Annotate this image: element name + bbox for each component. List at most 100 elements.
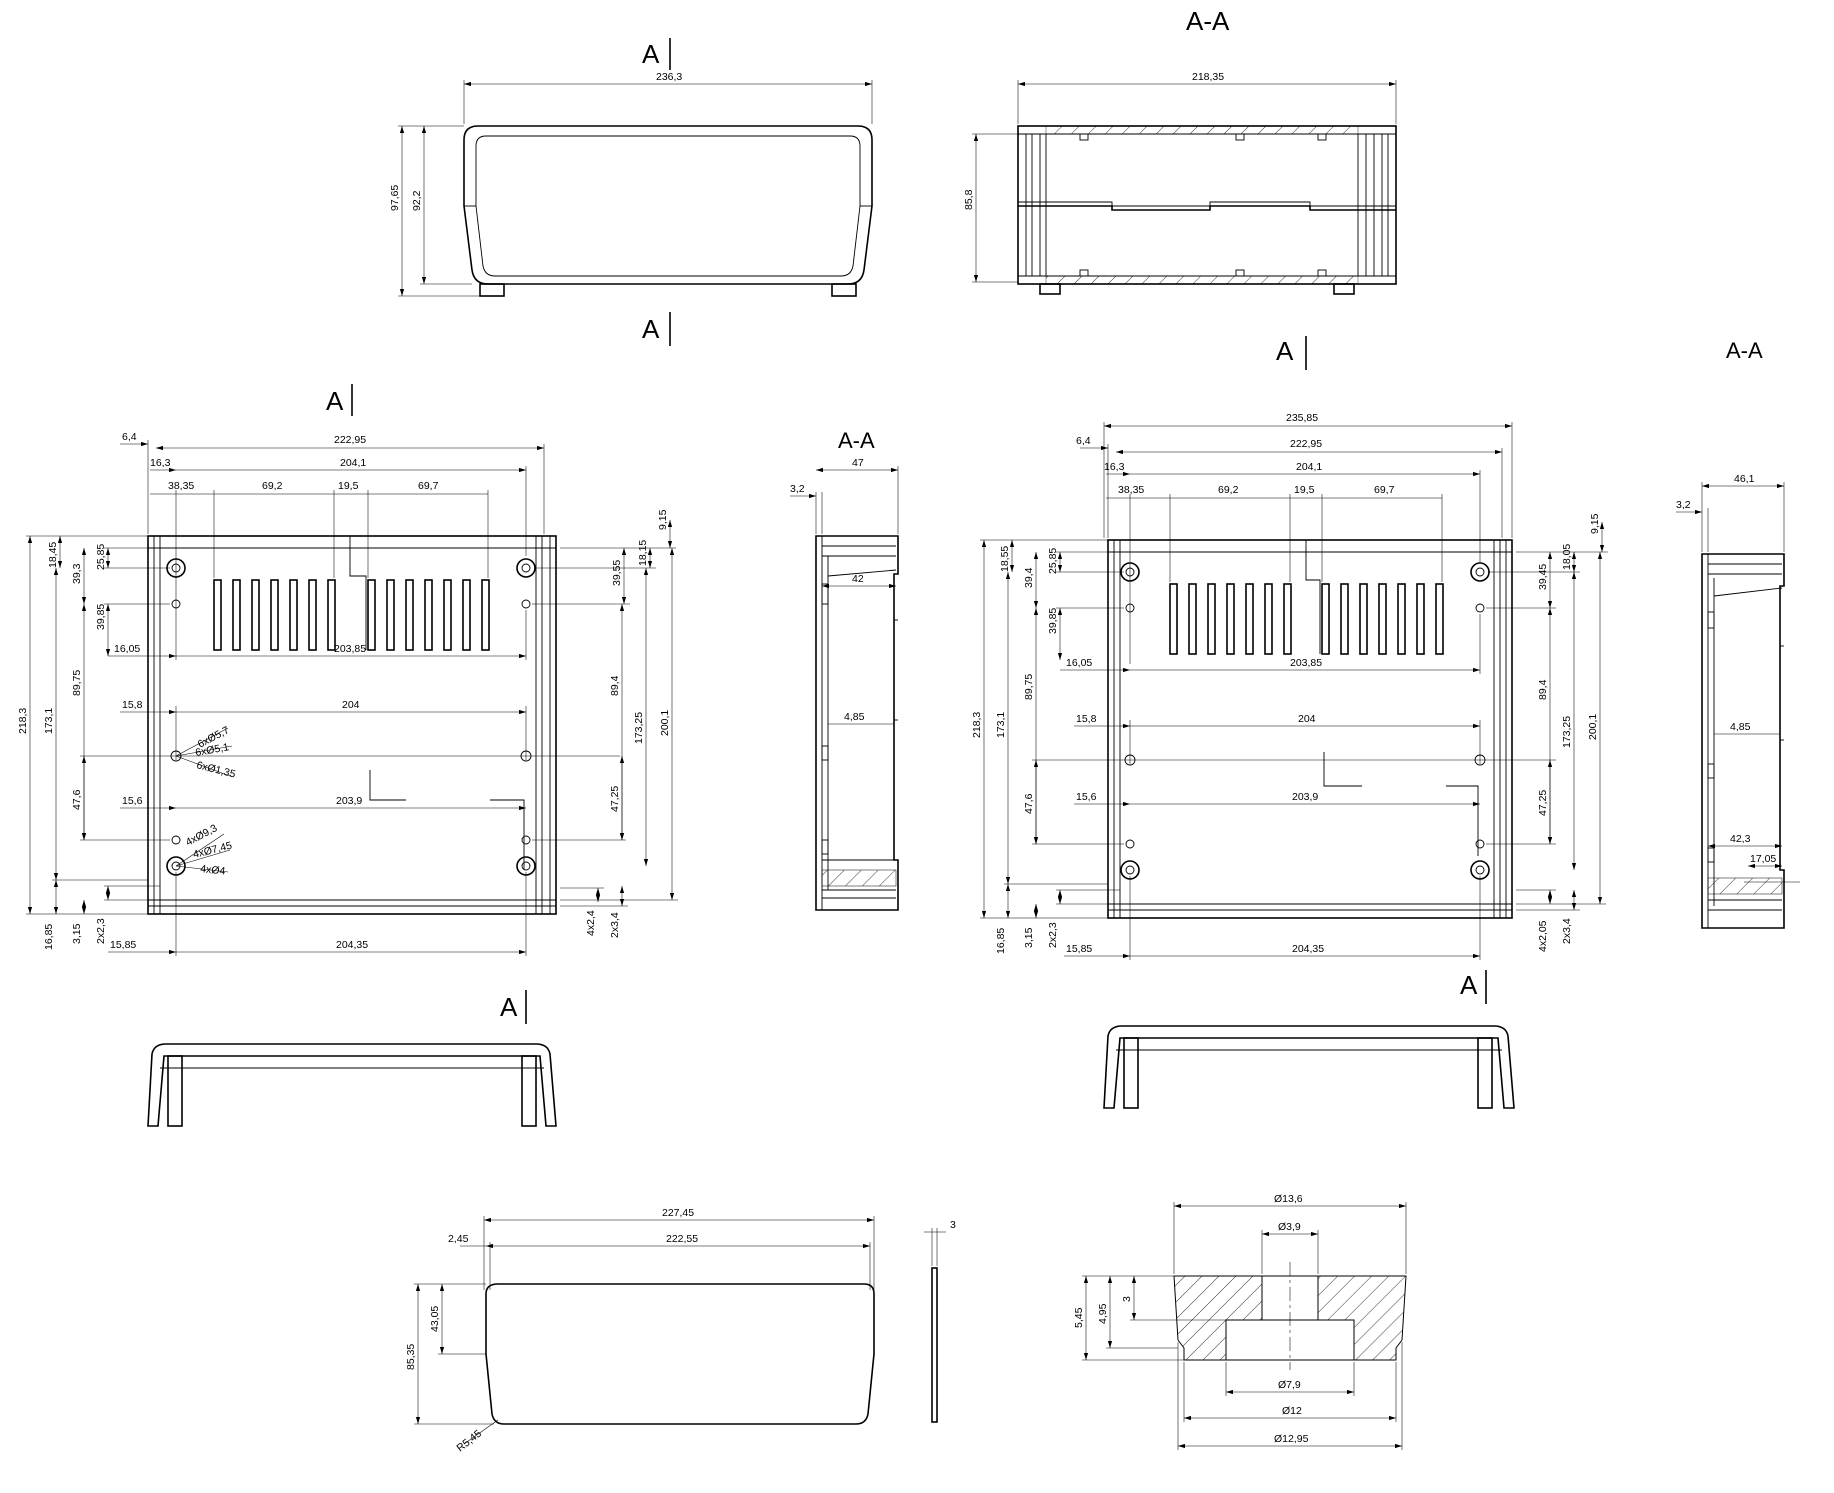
dim-side-3-2: 3,2 [790,483,805,495]
dim-r-38-35: 38,35 [1118,484,1144,496]
dim-222-95: 222,95 [334,434,366,446]
dim-foot-3: 3 [1121,1296,1133,1302]
dim-4x2-4: 4x2,4 [585,910,597,936]
dim-r-2x2-3: 2x2,3 [1047,922,1059,948]
vent-slots-left [213,579,490,651]
dim-r-173-1: 173,1 [995,712,1007,738]
dim-r-47-25: 47,25 [1537,790,1549,816]
dim-panel-222-55: 222,55 [666,1233,698,1245]
dim-15-8: 15,8 [122,699,143,711]
section-label-a-bottom: A [642,314,660,344]
dim-r-89-4: 89,4 [1537,679,1549,700]
dim-r-4x2-05: 4x2,05 [1537,920,1549,952]
section-label-a-plan-left-bottom: A [500,992,518,1022]
front-view: A A 236,3 97,65 92,2 [389,38,873,346]
dim-front-width: 236,3 [656,71,682,83]
dim-r-18-55: 18,55 [999,546,1011,572]
dim-16-05: 16,05 [114,643,140,655]
dim-173-1: 173,1 [43,708,55,734]
dim-200-1: 200,1 [659,710,671,736]
hole-4x4: 4xØ4 [200,863,226,878]
section-label-a-top: A [642,39,660,69]
dim-panel-2-45: 2,45 [448,1233,469,1245]
dim-r-173-25: 173,25 [1561,716,1573,748]
dim-r-2x3-4: 2x3,4 [1561,918,1573,944]
dim-r-16-05: 16,05 [1066,657,1092,669]
foot-section: Ø13,6 Ø3,9 5,45 4,95 3 Ø7,9 Ø12 Ø12,95 [1073,1193,1407,1450]
dim-3-15: 3,15 [71,923,83,944]
dim-r-3-15: 3,15 [1023,927,1035,948]
dim-rs-3-2: 3,2 [1676,499,1691,511]
dim-69-7: 69,7 [418,480,439,492]
dim-panel-227-45: 227,45 [662,1207,694,1219]
dim-r-39-4: 39,4 [1023,567,1035,588]
dim-foot-12-95: Ø12,95 [1274,1433,1309,1445]
dim-foot-3-9: Ø3,9 [1278,1221,1301,1233]
dim-r-25-85: 25,85 [1047,548,1059,574]
dim-r-69-2: 69,2 [1218,484,1239,496]
dim-foot-12: Ø12 [1282,1405,1302,1417]
dim-r-16-3: 16,3 [1104,461,1125,473]
dim-18-45: 18,45 [47,542,59,568]
section-view-top: A-A 218,35 85,8 [963,6,1397,295]
lid-profile-left [147,1043,557,1127]
dim-section-height: 85,8 [963,189,975,210]
dim-r-39-85: 39,85 [1047,608,1059,634]
section-label-a-plan-left: A [326,386,344,416]
dim-r-89-75: 89,75 [1023,674,1035,700]
section-title-aa-right: A-A [1726,338,1763,363]
hole-6x1-35: 6xØ1,35 [195,759,237,780]
dim-47-6: 47,6 [71,789,83,810]
dim-r-204-35: 204,35 [1292,943,1324,955]
dim-r-218-3: 218,3 [971,712,983,738]
dim-front-height-inner: 92,2 [411,190,423,211]
dim-39-85: 39,85 [95,604,107,630]
dim-25-85: 25,85 [95,544,107,570]
lid-profile-right [1103,1025,1515,1109]
dim-39-3: 39,3 [71,563,83,584]
dim-side-42: 42 [852,573,864,585]
dim-89-75: 89,75 [71,670,83,696]
dim-47-25: 47,25 [609,786,621,812]
section-title-aa-left: A-A [838,428,875,453]
dim-panel-43-05: 43,05 [429,1306,441,1332]
dim-rs-42-3: 42,3 [1730,833,1751,845]
dim-9-15: 9,15 [657,509,669,530]
dim-r-15-8: 15,8 [1076,713,1097,725]
dim-side-47: 47 [852,457,864,469]
dim-r-19-5: 19,5 [1294,484,1315,496]
dim-15-6: 15,6 [122,795,143,807]
dim-r-204-1: 204,1 [1296,461,1322,473]
dim-r-204: 204 [1298,713,1316,725]
vent-slots-right [1169,583,1444,655]
dim-r-6-4: 6,4 [1076,435,1091,447]
dim-r-69-7: 69,7 [1374,484,1395,496]
side-section-right: A-A 46,1 3,2 4,85 42,3 17,05 [1676,338,1800,929]
section-label-a-plan-right-bottom: A [1460,970,1478,1000]
dim-16-3: 16,3 [150,457,171,469]
dim-19-5: 19,5 [338,480,359,492]
dim-69-2: 69,2 [262,480,283,492]
dim-r-47-6: 47,6 [1023,793,1035,814]
dim-r-39-45: 39,45 [1537,564,1549,590]
dim-side-4-85: 4,85 [844,711,865,723]
side-section-left: A-A 3,2 47 42 4,85 [790,428,899,911]
dim-204: 204 [342,699,360,711]
dim-173-25: 173,25 [633,712,645,744]
dim-204-1: 204,1 [340,457,366,469]
dim-r-200-1: 200,1 [1587,714,1599,740]
dim-panel-3: 3 [950,1219,956,1231]
section-title-aa-top: A-A [1186,6,1230,36]
dim-foot-13-6: Ø13,6 [1274,1193,1303,1205]
dim-15-85: 15,85 [110,939,136,951]
dim-r-203-9: 203,9 [1292,791,1318,803]
dim-203-85: 203,85 [334,643,366,655]
dim-16-85: 16,85 [43,924,55,950]
dim-r-222-95: 222,95 [1290,438,1322,450]
dim-r-9-15: 9,15 [1589,513,1601,534]
dim-39-55: 39,55 [611,560,623,586]
dim-r-18-05: 18,05 [1561,544,1573,570]
dim-38-35: 38,35 [168,480,194,492]
dim-18-15: 18,15 [637,540,649,566]
dim-2x3-4: 2x3,4 [609,912,621,938]
